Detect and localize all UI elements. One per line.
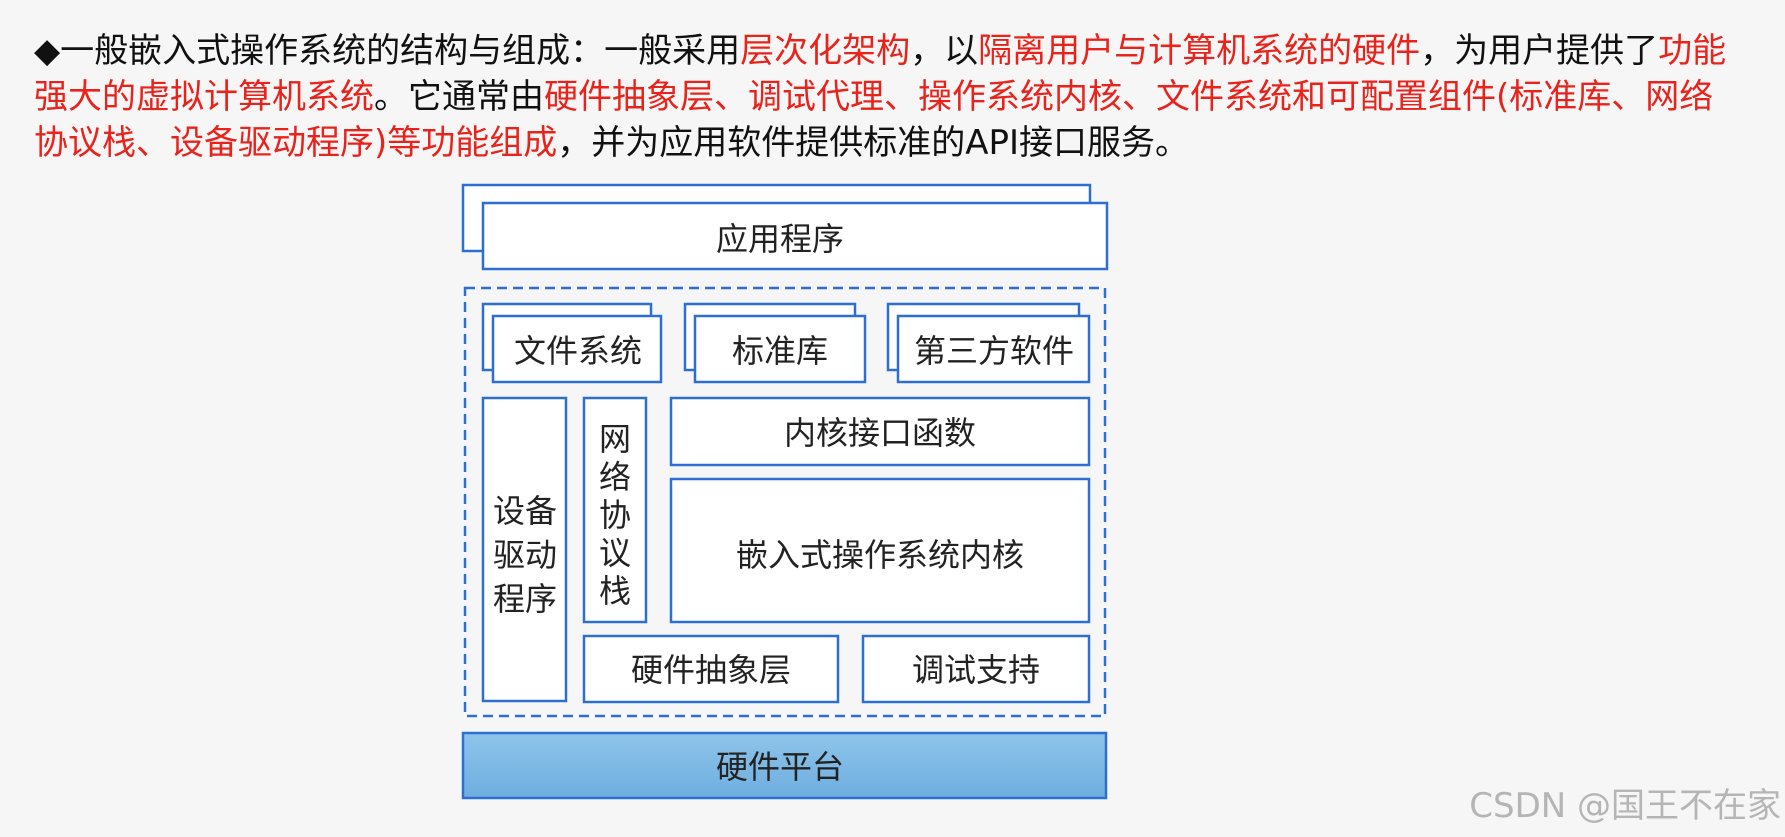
application-label: 应用程序	[716, 220, 844, 258]
kernel-api-box: 内核接口函数	[669, 396, 1091, 467]
hardware-platform-label: 硬件平台	[716, 748, 844, 786]
third-party-label: 第三方软件	[914, 332, 1074, 370]
device-driver-line-1: 设备	[493, 492, 557, 530]
intro-seg-9: ，并为应用软件提供标准的API接口服务。	[557, 123, 1190, 163]
kernel-box: 嵌入式操作系统内核	[669, 477, 1091, 624]
file-system-label: 文件系统	[514, 332, 642, 370]
intro-seg-7: 。它通常由	[374, 77, 544, 117]
intro-seg-8: 硬件抽象层、调试代理、操作系统内核、文件系统和可配置组件(标准库、网络协议栈、设…	[34, 77, 1714, 163]
intro-seg-4: 隔离用户与计算机系统的硬件	[978, 31, 1421, 71]
intro-seg-2: 层次化架构	[740, 31, 911, 71]
kernel-label: 嵌入式操作系统内核	[736, 536, 1024, 574]
csdn-watermark: CSDN @国王不在家	[1469, 786, 1781, 826]
network-stack-char-5: 栈	[599, 572, 631, 610]
hal-box: 硬件抽象层	[582, 634, 840, 704]
debug-support-label: 调试支持	[912, 651, 1040, 689]
debug-support-box: 调试支持	[861, 634, 1091, 704]
intro-paragraph: ◆一般嵌入式操作系统的结构与组成：一般采用层次化架构，以隔离用户与计算机系统的硬…	[34, 28, 1734, 166]
kernel-api-label: 内核接口函数	[784, 414, 976, 452]
network-stack-char-2: 络	[599, 458, 631, 496]
os-dashed-container	[463, 286, 1107, 718]
third-party-box: 第三方软件	[886, 302, 1091, 384]
network-stack-char-3: 协	[599, 496, 631, 534]
file-system-box: 文件系统	[481, 302, 663, 384]
hardware-platform-box: 硬件平台	[461, 731, 1108, 800]
network-stack-box: 网 络 协 议 栈	[582, 396, 648, 624]
device-driver-line-2: 驱动	[493, 536, 557, 574]
intro-seg-5: ，为用户提供了	[1420, 31, 1659, 71]
network-stack-char-1: 网	[599, 420, 631, 458]
application-layer: 应用程序	[461, 183, 1109, 271]
standard-library-box: 标准库	[683, 302, 867, 384]
intro-seg-3: ，以	[910, 31, 979, 71]
standard-library-label: 标准库	[732, 332, 828, 370]
device-driver-box: 设备 驱动 程序	[481, 396, 568, 703]
hal-label: 硬件抽象层	[631, 651, 791, 689]
network-stack-char-4: 议	[599, 534, 631, 572]
device-driver-line-3: 程序	[493, 580, 557, 618]
intro-seg-6: 功能强大的虚拟计算机系统	[34, 31, 1727, 117]
intro-seg-1: ◆一般嵌入式操作系统的结构与组成：一般采用	[34, 31, 741, 71]
